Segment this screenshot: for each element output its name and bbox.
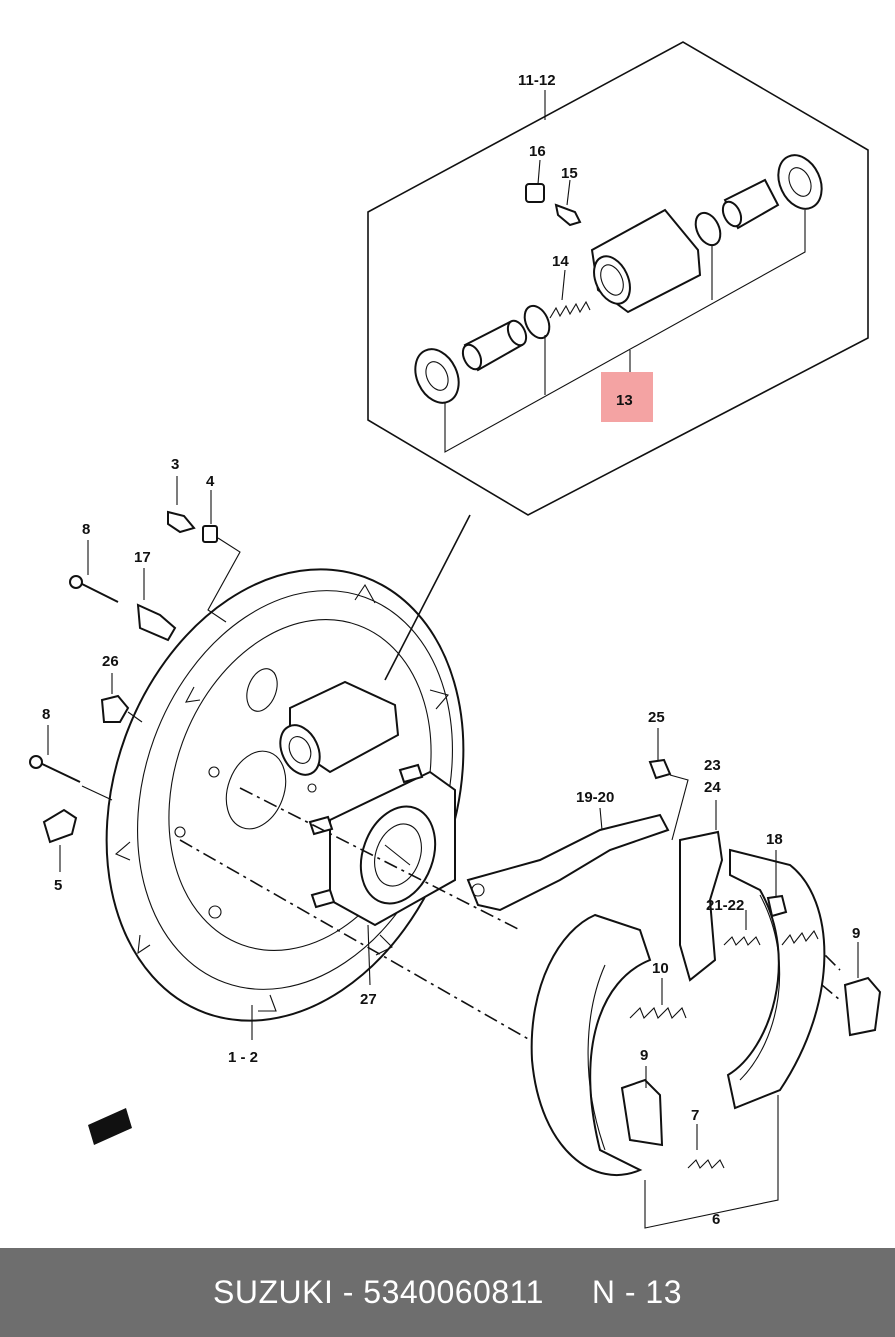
callout-4: 4	[206, 473, 215, 490]
backing-plate	[105, 514, 471, 1040]
callout-26: 26	[102, 653, 119, 670]
callout-18: 18	[766, 831, 783, 848]
callout-21-22: 21-22	[706, 897, 744, 914]
callout-11-12: 11-12	[518, 72, 556, 89]
callout-14: 14	[552, 253, 569, 270]
callout-3: 3	[171, 456, 179, 473]
callout-19-20: 19-20	[576, 789, 614, 806]
highlight-box-13	[601, 372, 653, 422]
wheel-cylinder-parts	[414, 154, 823, 404]
callout-10: 10	[652, 960, 669, 977]
callout-labels: 11-12 16 15 14 13 3 4 8 17 26 8 5 25 23 …	[42, 72, 860, 1228]
callout-27: 27	[360, 991, 377, 1008]
callout-13: 13	[616, 392, 633, 409]
callout-8-lower: 8	[42, 706, 50, 723]
part-number-text: SUZUKI - 5340060811	[212, 1274, 544, 1310]
fasteners-left	[29, 476, 241, 1145]
callout-6: 6	[712, 1211, 720, 1228]
callout-25: 25	[648, 709, 665, 726]
callout-7: 7	[691, 1107, 699, 1124]
part-number-footer: SUZUKI - 5340060811 N - 13	[0, 1248, 895, 1337]
callout-16: 16	[529, 143, 546, 160]
brake-shoes	[530, 848, 882, 1229]
callout-17: 17	[134, 549, 151, 566]
parking-lever	[466, 728, 724, 982]
wheel-cylinder-box	[367, 41, 869, 516]
callout-1-2: 1 - 2	[228, 1049, 258, 1066]
callout-9-left: 9	[640, 1047, 648, 1064]
diagram-reference-text: N - 13	[591, 1274, 682, 1310]
callout-15: 15	[561, 165, 578, 182]
callout-9-right: 9	[852, 925, 860, 942]
exploded-parts-diagram: 11-12 16 15 14 13 3 4 8 17 26 8 5 25 23 …	[29, 41, 882, 1229]
callout-5: 5	[54, 877, 62, 894]
callout-8-upper: 8	[82, 521, 90, 538]
callout-23: 23	[704, 757, 721, 774]
callout-24: 24	[704, 779, 721, 796]
